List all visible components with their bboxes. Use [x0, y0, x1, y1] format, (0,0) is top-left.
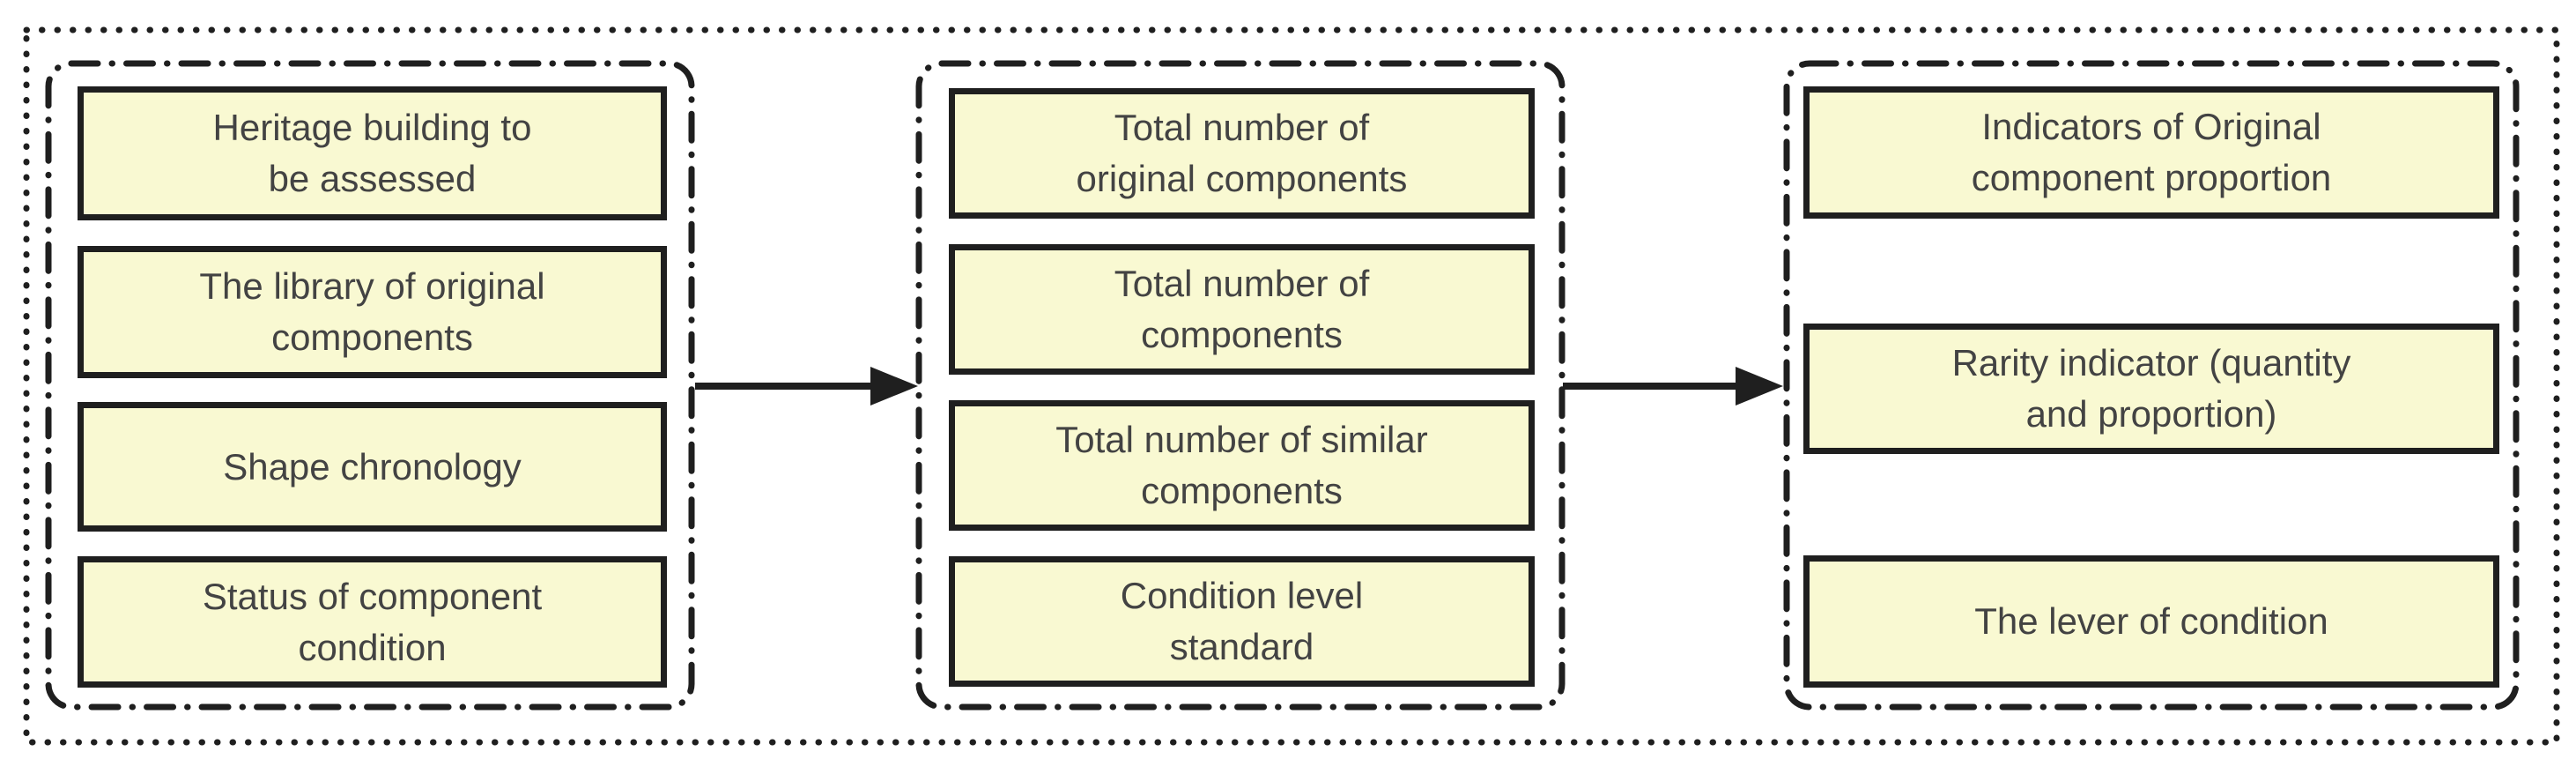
group-border-left: [45, 60, 695, 711]
node-original-proportion-indicator: Indicators of Original component proport…: [1803, 86, 2499, 219]
node-heritage-building: Heritage building to be assessed: [78, 86, 667, 220]
outer-dotted-border: [23, 26, 2560, 746]
node-total-components: Total number of components: [949, 244, 1535, 375]
node-rarity-indicator: Rarity indicator (quantity and proportio…: [1803, 324, 2499, 454]
arrow-left-to-middle-icon: [695, 367, 918, 406]
node-original-components-library: The library of original components: [78, 246, 667, 378]
node-total-similar-components: Total number of similar components: [949, 400, 1535, 531]
node-label: Total number of original components: [1076, 107, 1408, 199]
node-label: Total number of components: [1114, 263, 1370, 355]
arrow-middle-to-right-icon: [1563, 367, 1783, 406]
node-component-condition-status: Status of component condition: [78, 556, 667, 688]
group-border-middle: [915, 60, 1566, 711]
node-label: Heritage building to be assessed: [212, 107, 532, 199]
node-label: Shape chronology: [223, 445, 522, 487]
node-condition-level-standard: Condition level standard: [949, 556, 1535, 687]
node-condition-level: The lever of condition: [1803, 555, 2499, 688]
node-label: Total number of similar components: [1055, 419, 1428, 511]
node-label: Condition level standard: [1120, 575, 1364, 667]
node-label: Rarity indicator (quantity and proportio…: [1951, 342, 2351, 435]
node-label: Status of component condition: [202, 575, 543, 668]
node-label: The lever of condition: [1974, 600, 2328, 643]
node-label: The library of original components: [199, 265, 545, 358]
node-label: Indicators of Original component proport…: [1971, 106, 2332, 198]
node-shape-chronology: Shape chronology: [78, 402, 667, 532]
node-total-original-components: Total number of original components: [949, 88, 1535, 219]
group-border-right: [1783, 60, 2520, 711]
